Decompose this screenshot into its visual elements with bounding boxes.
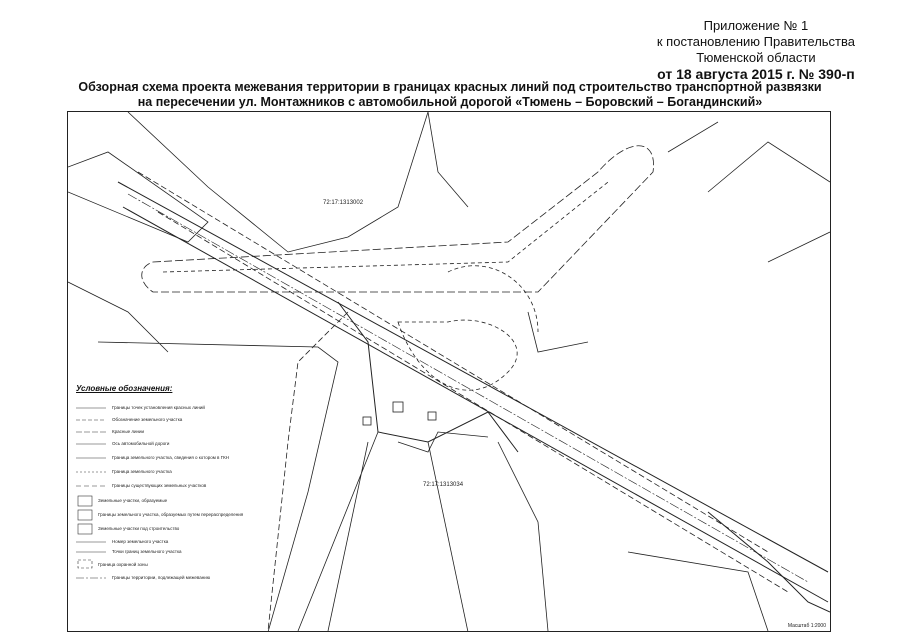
legend-item-4: Ось автомобильной дороги [112,441,170,446]
appendix-number: Приложение № 1 [703,18,809,33]
legend-item-1: Границы точек установления красных линий [112,405,205,410]
parcel-boundary-top [127,112,429,253]
survey-drawing [68,112,830,631]
parcel-boundary-west [68,281,339,631]
legend-item-7: Границы существующих земельных участков [112,483,207,488]
building-marker-3 [362,416,372,426]
legend-item-3: Красные линии [112,429,145,434]
road-edge-3 [137,171,769,553]
map-scale: Масштаб 1:2000 [787,623,826,629]
ramp-outline [141,145,654,293]
parcel-boundary-nw [68,151,209,243]
parcel-boundary-south [297,431,379,631]
legend-item-11: Номер земельного участка [112,539,169,544]
appendix-reference: к постановлению Правительства [656,34,855,49]
scheme-title-line-1: Обзорная схема проекта межевания террито… [78,80,822,94]
southwest-road [267,311,349,631]
legend-sample-13 [77,559,93,569]
parcel-boundary-center [397,431,489,453]
plot-label-2: 72:17:1313034 [423,482,464,488]
parcel-boundary-n [427,112,469,208]
map-frame: 72:17:1313002 72:17:1313034 Условные обо… [67,111,831,632]
building-marker-2 [427,411,437,421]
southeast-parcel [707,511,830,613]
appendix-date: от 18 августа 2015 г. № 390-п [657,66,855,82]
plot-label-1: 72:17:1313002 [323,200,364,206]
legend-sample-8 [77,495,93,507]
road-edge-2 [122,206,829,603]
appendix-region: Тюменской области [696,50,816,65]
appendix-header: Приложение № 1 к постановлению Правитель… [657,18,855,82]
parcel-boundary-ne [667,121,830,263]
parcel-boundary-se [427,441,549,631]
legend-item-12: Точки границ земельного участка [112,549,182,554]
scheme-title-line-2: на пересечении ул. Монтажников с автомоб… [137,95,763,109]
legend-item-10: Земельные участки под строительство [98,526,180,531]
interchange-loop-2 [447,265,539,333]
legend-item-8: Земельные участки, образуемые [98,498,168,503]
road-edge-1 [117,181,829,573]
legend-item-14: Границы территории, подлежащей межеванию [112,575,211,580]
road-edge-4 [157,211,789,593]
legend-item-2: Обозначение земельного участка [112,417,183,422]
east-parcel [527,311,589,353]
scheme-title: Обзорная схема проекта межевания террито… [60,80,840,110]
south-parcel [337,301,519,453]
legend-title: Условные обозначения: [76,384,173,393]
interchange-loop-1 [397,319,518,391]
building-marker-1 [392,401,404,413]
legend-item-6: Граница земельного участка [112,469,172,474]
legend-item-9: Границы земельного участка, образуемых п… [98,512,244,517]
legend-sample-9 [77,509,93,521]
ramp-inner [162,181,609,273]
legend-item-5: Граница земельного участка, сведения о к… [112,455,230,460]
legend-item-13: Граница охранной зоны [98,562,148,567]
bottom-plot [627,551,769,631]
legend-sample-10 [77,523,93,535]
road-axis [127,193,809,583]
